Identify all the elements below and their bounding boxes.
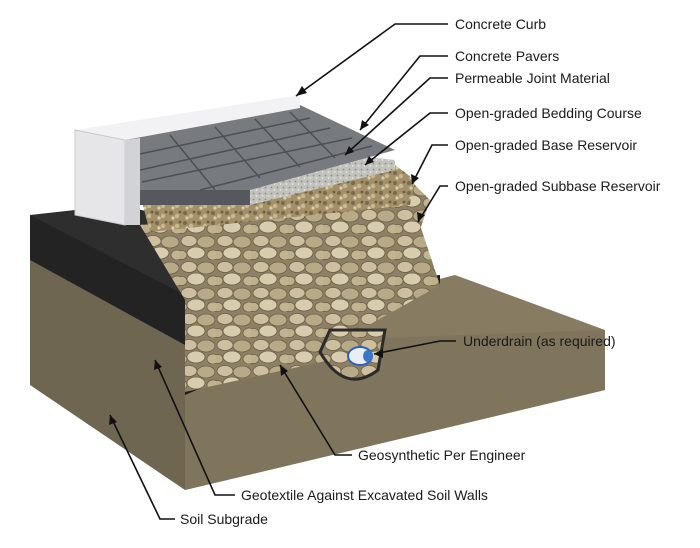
concrete-curb xyxy=(74,95,300,226)
underdrain-pipe-icon xyxy=(347,346,373,366)
leader-arrowheads xyxy=(109,86,425,425)
label-subbase-reservoir: Open-graded Subbase Reservoir xyxy=(455,178,661,194)
concrete-pavers xyxy=(125,105,395,205)
label-geotextile: Geotextile Against Excavated Soil Walls xyxy=(241,487,488,503)
label-concrete-curb: Concrete Curb xyxy=(455,16,547,32)
label-permeable-joint-material: Permeable Joint Material xyxy=(455,70,610,86)
label-soil-subgrade: Soil Subgrade xyxy=(180,511,268,527)
label-bedding-course: Open-graded Bedding Course xyxy=(455,105,642,121)
leader-lines xyxy=(109,23,456,520)
label-geosynthetic: Geosynthetic Per Engineer xyxy=(358,447,526,463)
bedding-course-layer xyxy=(215,150,395,205)
label-underdrain: Underdrain (as required) xyxy=(463,333,616,349)
label-concrete-pavers: Concrete Pavers xyxy=(455,48,560,64)
label-base-reservoir: Open-graded Base Reservoir xyxy=(455,137,638,153)
